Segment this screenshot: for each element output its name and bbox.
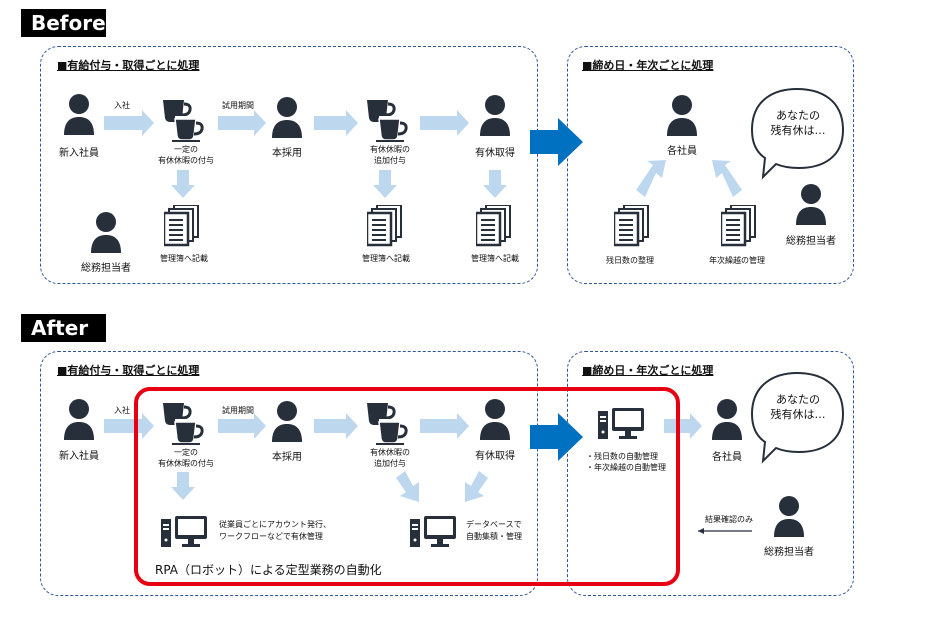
after-left-panel [40, 351, 538, 596]
before-new-hire-label: 新入社員 [59, 148, 99, 159]
after-database-label-1: データベースで [466, 520, 522, 529]
person-icon [774, 496, 804, 537]
before-ledger-label-2: 管理簿へ記載 [362, 254, 410, 263]
after-left-title: ■有給付与・取得ごとに処理 [57, 364, 200, 377]
after-joined-label: 入社 [114, 406, 130, 415]
bubble-line-2: 残有休は… [770, 124, 826, 137]
after-database-label-2: 自動集積・管理 [466, 532, 522, 541]
after-bubble-text: あなたの 残有休は… [771, 392, 826, 422]
after-header: After [21, 314, 106, 342]
before-header: Before [21, 9, 106, 37]
after-leave-taken-label: 有休取得 [475, 451, 515, 462]
after-grant-label-2: 有休休暇の付与 [158, 459, 214, 468]
after-regular-hire-label: 本採用 [272, 452, 302, 463]
before-carryover-label: 年次繰越の管理 [709, 256, 765, 265]
before-regular-hire-label: 本採用 [272, 148, 302, 159]
before-probation-label: 試用期間 [222, 101, 254, 110]
before-additional-label-1: 有休休暇の [370, 145, 410, 154]
after-probation-label: 試用期間 [222, 406, 254, 415]
before-remaining-label: 残日数の整理 [606, 256, 654, 265]
rpa-label: RPA（ロボット）による定型業務の自動化 [155, 563, 382, 577]
big-arrow [530, 413, 583, 461]
before-bubble-text: あなたの 残有休は… [771, 108, 826, 138]
person-icon [712, 399, 742, 440]
person-icon [64, 399, 94, 440]
before-left-panel [40, 46, 538, 284]
bubble-line-1: あなたの [776, 393, 820, 406]
before-ledger-label-3: 管理簿へ記載 [471, 254, 519, 263]
before-left-title: ■有給付与・取得ごとに処理 [57, 59, 200, 72]
light-arrows [104, 110, 742, 198]
before-general-affairs-label: 総務担当者 [81, 263, 131, 274]
before-each-employee-label: 各社員 [667, 146, 697, 157]
after-auto-label-1: ・残日数の自動管理 [586, 452, 658, 461]
after-account-label-2: ワークフローなどで有休管理 [219, 532, 323, 541]
bubble-line-1: あなたの [776, 109, 820, 122]
before-right-panel [567, 46, 854, 284]
bubble-line-2: 残有休は… [770, 408, 826, 421]
after-grant-label-1: 一定の [174, 448, 198, 457]
before-grant-label-1: 一定の [174, 145, 198, 154]
before-joined-label: 入社 [114, 101, 130, 110]
before-grant-label-2: 有休休暇の付与 [158, 156, 214, 165]
before-general-affairs-right-label: 総務担当者 [786, 236, 836, 247]
before-additional-label-2: 追加付与 [374, 156, 406, 165]
rpa-automation-frame [134, 387, 680, 586]
after-right-panel [567, 351, 854, 596]
after-right-title: ■締め日・年次ごとに処理 [582, 364, 714, 377]
after-general-affairs-label: 総務担当者 [764, 547, 814, 558]
after-additional-label-1: 有休休暇の [370, 448, 410, 457]
before-right-title: ■締め日・年次ごとに処理 [582, 59, 714, 72]
after-auto-label-2: ・年次繰越の自動管理 [586, 463, 666, 472]
big-arrow [530, 118, 583, 166]
after-check-only-label: 結果確認のみ [705, 515, 753, 524]
light-arrows [104, 413, 702, 502]
before-ledger-label-1: 管理簿へ記載 [160, 254, 208, 263]
after-additional-label-2: 追加付与 [374, 459, 406, 468]
before-leave-taken-label: 有休取得 [475, 148, 515, 159]
after-each-employee-label: 各社員 [712, 452, 742, 463]
after-new-hire-label: 新入社員 [59, 451, 99, 462]
after-account-label-1: 従業員ごとにアカウント発行、 [219, 520, 331, 529]
